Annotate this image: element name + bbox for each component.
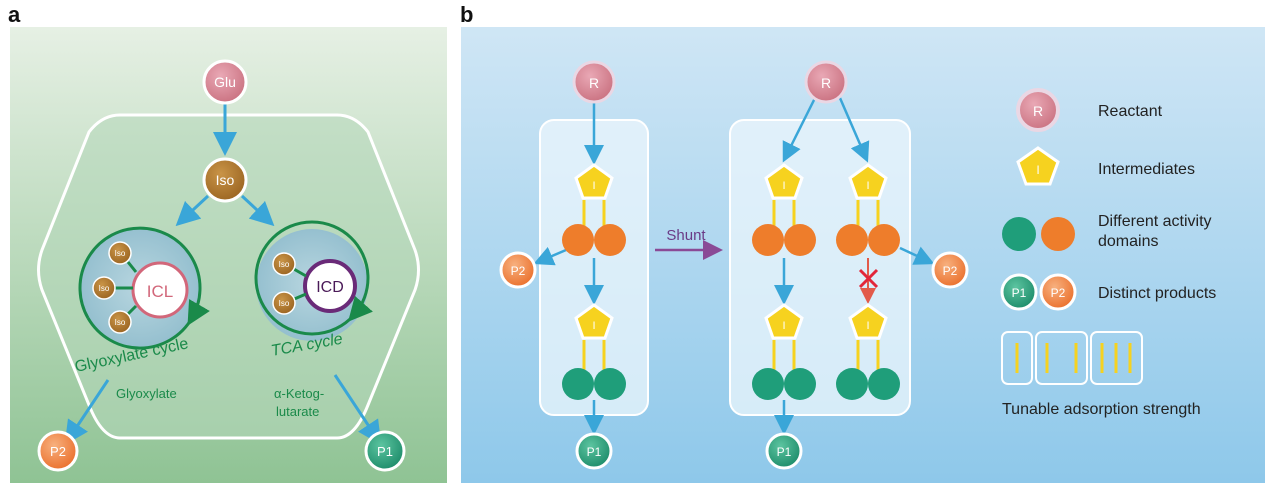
iso-small-node <box>272 252 296 276</box>
compartment-hexagon <box>37 113 420 440</box>
akg-label-line1: α-Ketog- <box>274 386 324 401</box>
iso-small-label: Iso <box>99 284 110 293</box>
orange-domain <box>836 224 868 256</box>
orange-domain <box>868 224 900 256</box>
right-pathway <box>772 97 935 435</box>
tca-cycle-ring <box>268 314 356 336</box>
teal-domain <box>752 368 784 400</box>
panel-b-letter: b <box>460 2 474 27</box>
legend-intermediates-label: Intermediates <box>1098 161 1195 178</box>
orange-domain <box>594 224 626 256</box>
orange-domain <box>562 224 594 256</box>
intermediate-label: I <box>592 180 595 192</box>
glyoxylate-cycle-ring <box>86 317 194 350</box>
arrow-iso-to-tca-cycle <box>240 194 275 227</box>
teal-domain <box>562 368 594 400</box>
p2-label: P2 <box>50 444 66 459</box>
glu-label: Glu <box>214 74 236 90</box>
legend-p2-label: P2 <box>1051 286 1066 300</box>
intermediate-node <box>764 163 804 200</box>
icd-enzyme <box>303 259 357 313</box>
legend-domains-label-line2: domains <box>1098 233 1158 250</box>
iso-small-node <box>108 241 132 265</box>
arrow-to-p2 <box>64 379 110 445</box>
iso-small-node <box>108 310 132 334</box>
legend-p2-node <box>1039 273 1077 311</box>
iso-small-node <box>92 276 116 300</box>
orange-domain <box>784 224 816 256</box>
teal-domain <box>836 368 868 400</box>
p1-label: P1 <box>377 444 393 459</box>
p1-label: P1 <box>777 445 792 459</box>
p2-label: P2 <box>511 264 526 278</box>
adsorption-box-weak <box>1001 331 1033 385</box>
legend-reactant-label: Reactant <box>1098 103 1163 120</box>
intermediate-label: I <box>866 320 869 332</box>
intermediate-label: I <box>866 180 869 192</box>
akg-label-line2: lutarate <box>276 404 319 419</box>
reactant-node <box>572 60 616 104</box>
iso-small-label: Iso <box>279 260 290 269</box>
legend-reactant-node <box>1016 88 1060 132</box>
blocked-path-cross-icon <box>858 268 879 289</box>
p1-product-node <box>765 432 803 470</box>
legend-p1-label: P1 <box>1012 286 1027 300</box>
intermediate-node <box>848 303 888 340</box>
orange-domain <box>752 224 784 256</box>
iso-label: Iso <box>216 172 235 188</box>
p2-product-node <box>931 251 969 289</box>
iso-small-label: Iso <box>279 299 290 308</box>
p2-product-node <box>499 251 537 289</box>
icd-bound-iso-group: Iso Iso <box>272 252 307 315</box>
intermediate-label: I <box>782 180 785 192</box>
icl-enzyme <box>131 261 189 319</box>
intermediate-node <box>574 303 614 340</box>
iso-small-node <box>272 291 296 315</box>
reactant-label: R <box>821 75 831 91</box>
p1-product-node <box>575 432 613 470</box>
legend-products-label: Distinct products <box>1098 285 1216 302</box>
legend-intermediate-symbol: I <box>1036 163 1039 177</box>
reactant-label: R <box>589 75 599 91</box>
legend-reactant-symbol: R <box>1033 103 1043 119</box>
tca-cycle-arrow <box>254 220 373 322</box>
legend-domains-label-line1: Different activity <box>1098 213 1212 230</box>
legend-orange-domain <box>1041 217 1075 251</box>
arrow-to-p1 <box>333 374 382 446</box>
legend-p1-node <box>1000 273 1038 311</box>
p1-label: P1 <box>587 445 602 459</box>
intermediate-label: I <box>592 320 595 332</box>
intermediate-node <box>764 303 804 340</box>
glyoxylate-cycle-arrow <box>78 226 210 326</box>
shunt-label: Shunt <box>666 227 706 244</box>
icl-label: ICL <box>147 282 173 301</box>
teal-domain <box>784 368 816 400</box>
icl-bound-iso-group: Iso Iso Iso <box>92 241 138 334</box>
reactant-node <box>804 60 848 104</box>
legend: R Reactant I Intermediates Different act… <box>1000 88 1216 418</box>
glu-node <box>202 59 248 105</box>
legend-teal-domain <box>1002 217 1036 251</box>
panel-a-letter: a <box>8 2 21 27</box>
adsorption-box-strong <box>1090 331 1143 385</box>
iso-node <box>202 157 248 203</box>
legend-intermediate-node <box>1016 146 1060 186</box>
p2-label: P2 <box>943 264 958 278</box>
legend-tunable-label: Tunable adsorption strength <box>1002 401 1201 418</box>
icd-label: ICD <box>316 279 344 296</box>
adsorption-box-medium <box>1035 331 1088 385</box>
iso-small-label: Iso <box>115 249 126 258</box>
intermediate-node <box>848 163 888 200</box>
intermediate-node <box>574 163 614 200</box>
glyoxylate-label: Glyoxylate <box>116 386 177 401</box>
teal-domain <box>868 368 900 400</box>
iso-small-label: Iso <box>115 318 126 327</box>
intermediate-label: I <box>782 320 785 332</box>
p1-product-node <box>364 430 406 472</box>
p2-product-node <box>37 430 79 472</box>
teal-domain <box>594 368 626 400</box>
arrow-iso-to-glyoxylate-cycle <box>175 194 210 227</box>
